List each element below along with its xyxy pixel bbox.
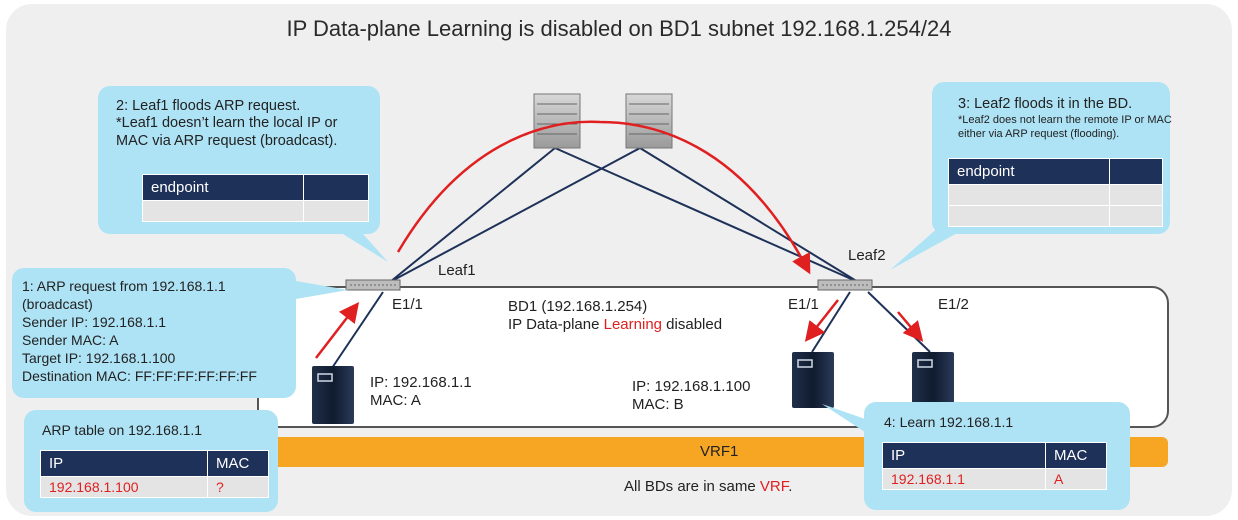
callout-1-line5: Target IP: 192.168.1.100 [22, 350, 176, 366]
callout-2-endpoint-table: endpoint [142, 174, 369, 222]
arp-table-title: ARP table on 192.168.1.1 [42, 422, 203, 438]
flood-arrow-e1-2 [897, 311, 924, 342]
spine-switch-2 [625, 93, 673, 149]
callout-1-line1: 1: ARP request from 192.168.1.1 [22, 278, 226, 294]
page-title: IP Data-plane Learning is disabled on BD… [286, 16, 952, 41]
bd1-learning-note: IP Data-plane Learning disabled [508, 316, 723, 333]
callout-1-line3: Sender IP: 192.168.1.1 [22, 314, 166, 330]
leaf2-label: Leaf2 [848, 247, 886, 264]
learned-table-ip-header: IP [882, 442, 1046, 469]
flood-arrow-e1-1 [804, 299, 839, 342]
vrf-label: VRF1 [700, 443, 739, 460]
leaf2-port2-label: E1/2 [938, 296, 969, 313]
callout-1-bubble [12, 268, 348, 398]
host-192-168-1-1 [312, 366, 354, 424]
callout-3-line3: either via ARP request (flooding). [958, 128, 1120, 140]
arp-table-ip-header: IP [40, 450, 208, 477]
callout-2-line3: MAC via ARP request (broadcast). [116, 133, 338, 149]
leaf1-switch [345, 279, 401, 291]
host2-mac-label: MAC: B [632, 396, 684, 413]
arp-table-mac-cell: ? [207, 476, 269, 498]
leaf2-switch [817, 279, 873, 291]
callout-3-line1: 3: Leaf2 floods it in the BD. [958, 96, 1133, 112]
arp-table-ip-cell: 192.168.1.100 [40, 476, 208, 498]
callout-2-line1: 2: Leaf1 floods ARP request. [116, 98, 301, 114]
host-3 [912, 352, 954, 408]
learned-table-ip-cell: 192.168.1.1 [882, 468, 1046, 490]
host1-ip-label: IP: 192.168.1.1 [370, 374, 472, 391]
callout-3-line2: *Leaf2 does not learn the remote IP or M… [958, 114, 1172, 126]
arp-arrow-host-to-leaf1 [315, 302, 360, 359]
learned-table-mac-header: MAC [1045, 442, 1107, 469]
endpoint-header: endpoint [142, 174, 304, 201]
leaf1-port-label: E1/1 [392, 296, 423, 313]
callout-1-line2: (broadcast) [22, 296, 93, 312]
vrf-note: All BDs are in same VRF. [624, 478, 793, 495]
endpoint-header: endpoint [948, 158, 1110, 185]
arp-table: IP MAC 192.168.1.100 ? [40, 450, 269, 498]
callout-1-line4: Sender MAC: A [22, 332, 119, 348]
host2-ip-label: IP: 192.168.1.100 [632, 378, 751, 395]
leaf1-label: Leaf1 [438, 262, 476, 279]
learned-table: IP MAC 192.168.1.1 A [882, 442, 1107, 490]
callout-4-title: 4: Learn 192.168.1.1 [884, 414, 1014, 430]
host-192-168-1-100 [792, 352, 834, 408]
arp-table-mac-header: MAC [207, 450, 269, 477]
host1-mac-label: MAC: A [370, 392, 421, 409]
learned-table-mac-cell: A [1045, 468, 1107, 490]
callout-2-line2: *Leaf1 doesn’t learn the local IP or [116, 115, 338, 131]
flood-arc [396, 120, 811, 275]
callout-1-line6: Destination MAC: FF:FF:FF:FF:FF:FF [22, 368, 257, 384]
leaf2-port1-label: E1/1 [788, 296, 819, 313]
bd1-label: BD1 (192.168.1.254) [508, 298, 648, 315]
spine-switch-1 [533, 93, 581, 149]
callout-3-endpoint-table: endpoint [948, 158, 1163, 227]
